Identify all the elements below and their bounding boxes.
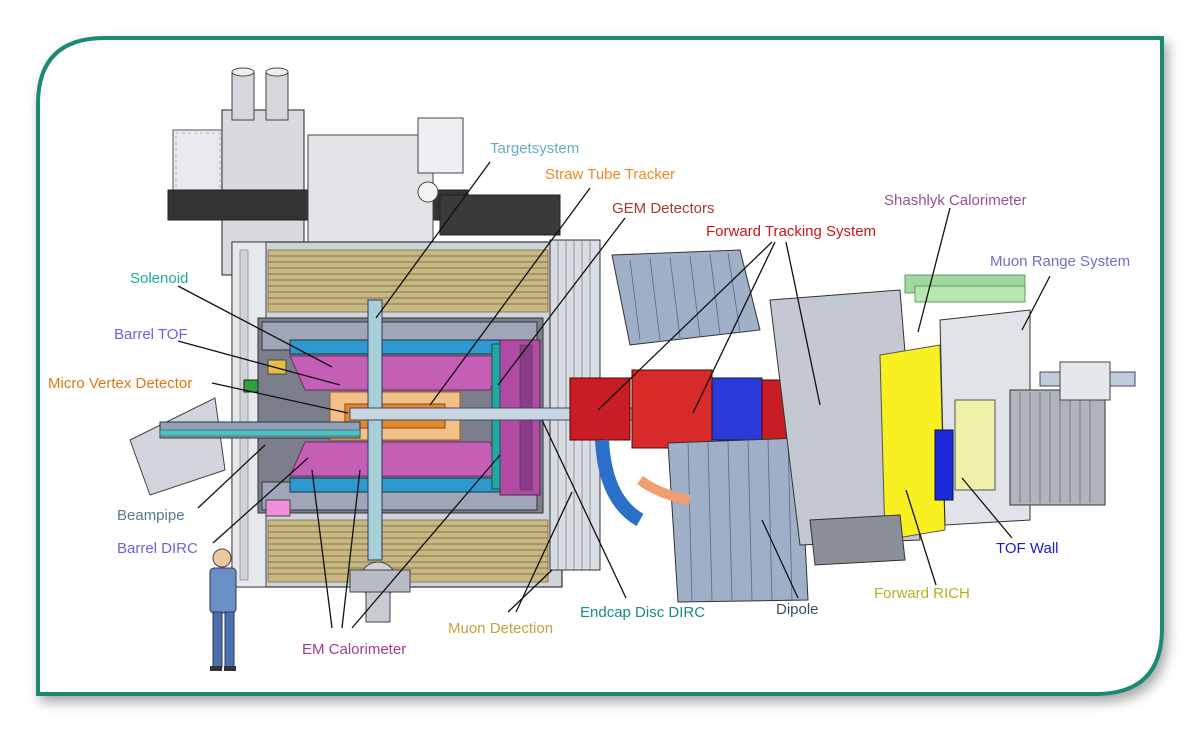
label-solenoid: Solenoid bbox=[130, 270, 188, 287]
label-straw-tube-tracker: Straw Tube Tracker bbox=[545, 166, 675, 183]
label-barrel-tof: Barrel TOF bbox=[114, 326, 188, 343]
label-shashlyk-calorimeter: Shashlyk Calorimeter bbox=[884, 192, 1027, 209]
human-scale-figure bbox=[209, 548, 237, 671]
label-tof-wall: TOF Wall bbox=[996, 540, 1059, 557]
label-micro-vertex-detector: Micro Vertex Detector bbox=[48, 375, 192, 392]
label-endcap-disc-dirc: Endcap Disc DIRC bbox=[580, 604, 705, 621]
label-targetsystem: Targetsystem bbox=[490, 140, 579, 157]
label-muon-detection: Muon Detection bbox=[448, 620, 553, 637]
label-barrel-dirc: Barrel DIRC bbox=[117, 540, 198, 557]
label-forward-rich: Forward RICH bbox=[874, 585, 970, 602]
beampipe-assembly bbox=[129, 397, 651, 496]
label-beampipe: Beampipe bbox=[117, 507, 185, 524]
label-dipole: Dipole bbox=[776, 601, 819, 618]
label-em-calorimeter: EM Calorimeter bbox=[302, 641, 406, 658]
label-muon-range-system: Muon Range System bbox=[990, 253, 1130, 270]
leader-lines bbox=[177, 161, 1051, 629]
labels: Targetsystem Straw Tube Tracker GEM Dete… bbox=[48, 140, 1130, 658]
label-forward-tracking-system: Forward Tracking System bbox=[706, 223, 876, 240]
label-gem-detectors: GEM Detectors bbox=[612, 200, 715, 217]
forward-spectrometer bbox=[569, 249, 1136, 603]
